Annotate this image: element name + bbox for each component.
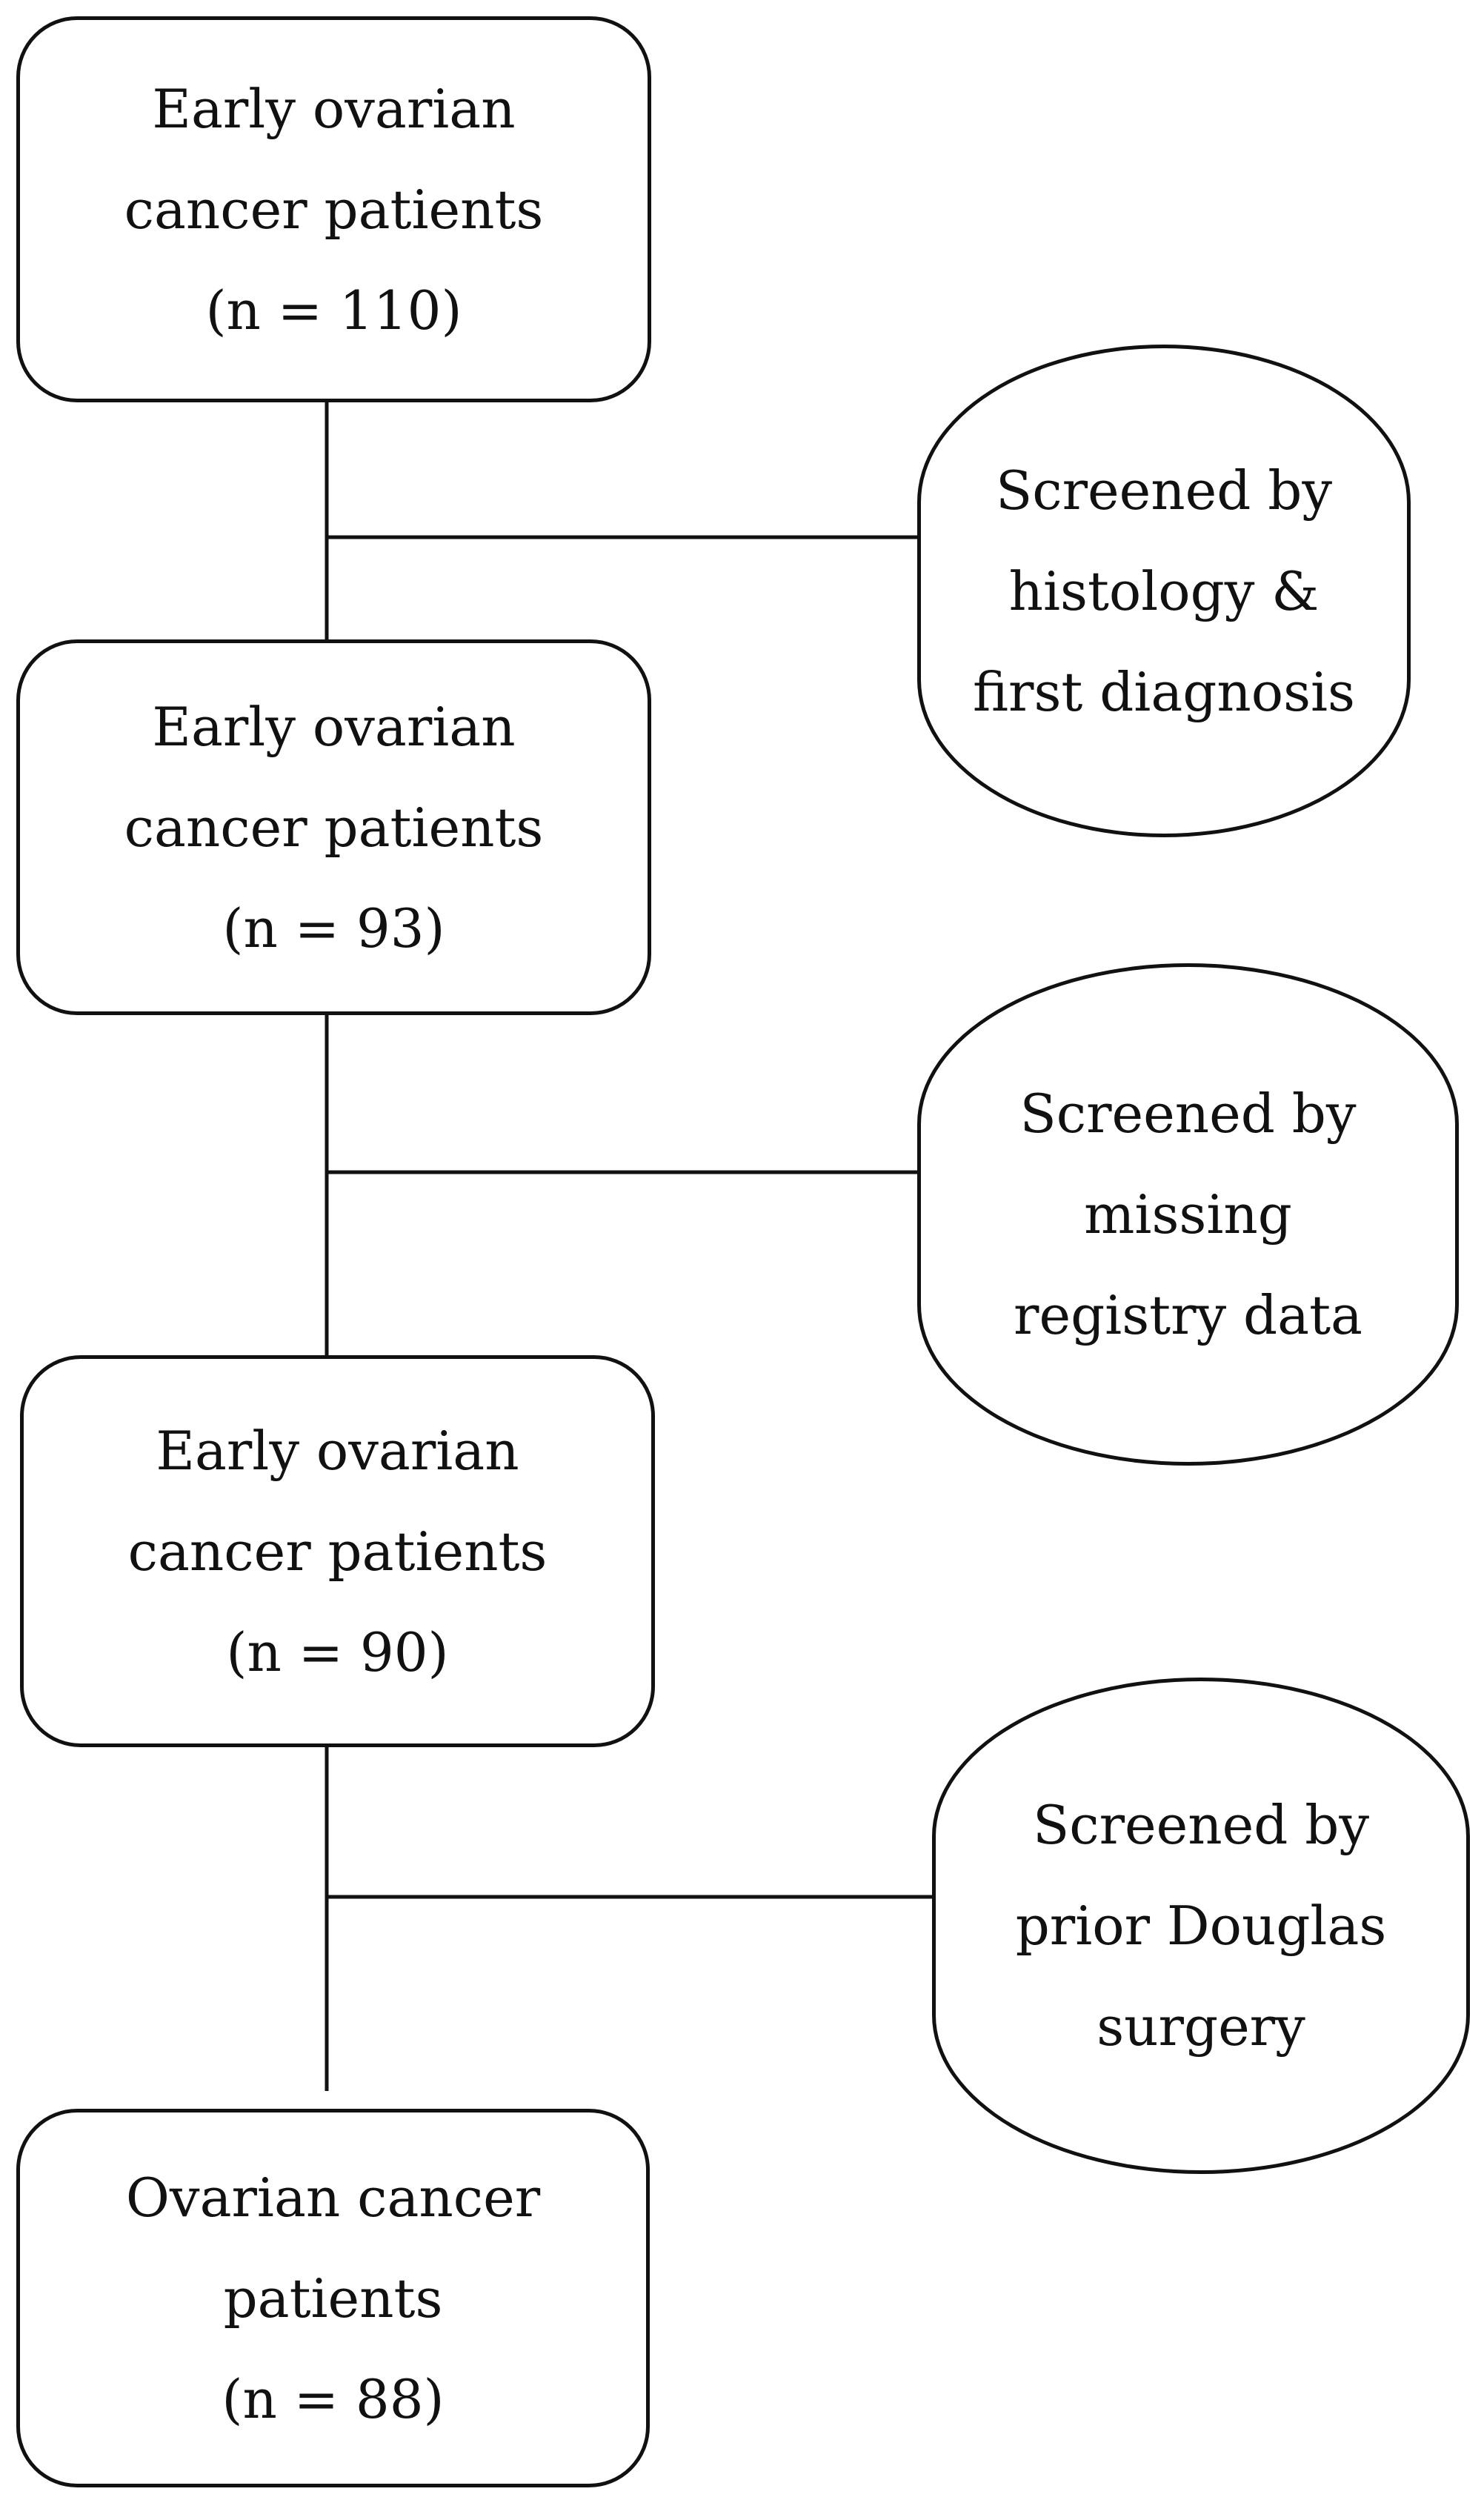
- screen-3-line-2: prior Douglas: [1015, 1895, 1387, 1957]
- screen-2-line-3: registry data: [1014, 1284, 1362, 1346]
- screen-box-1: Screened by histology & first diagnosis: [917, 345, 1411, 837]
- stage-2-count: (n = 93): [222, 897, 445, 960]
- stage-3-line-2: cancer patients: [127, 1520, 548, 1583]
- stage-4-line-1: Ovarian cancer: [125, 2166, 541, 2229]
- stage-3-line-1: Early ovarian: [156, 1419, 519, 1482]
- screen-3-line-1: Screened by: [1032, 1794, 1369, 1856]
- screen-2-line-1: Screened by: [1019, 1083, 1357, 1145]
- stage-1-line-1: Early ovarian: [152, 77, 516, 140]
- stage-4-line-2: patients: [223, 2267, 443, 2330]
- screen-box-3: Screened by prior Douglas surgery: [932, 1678, 1470, 2174]
- stage-box-2: Early ovarian cancer patients (n = 93): [16, 639, 651, 1015]
- screen-1-line-3: first diagnosis: [973, 660, 1355, 723]
- stage-1-line-2: cancer patients: [124, 178, 544, 241]
- stage-1-count: (n = 110): [205, 279, 462, 342]
- screen-2-line-2: missing: [1084, 1183, 1292, 1246]
- screen-box-2: Screened by missing registry data: [917, 963, 1459, 1466]
- stage-box-1: Early ovarian cancer patients (n = 110): [16, 16, 651, 402]
- stage-4-count: (n = 88): [222, 2367, 445, 2430]
- stage-box-4: Ovarian cancer patients (n = 88): [16, 2109, 650, 2487]
- screen-1-line-1: Screened by: [995, 459, 1332, 522]
- screen-3-line-3: surgery: [1097, 1995, 1305, 2058]
- screen-1-line-2: histology &: [1008, 559, 1320, 622]
- stage-2-line-1: Early ovarian: [152, 695, 516, 758]
- stage-box-3: Early ovarian cancer patients (n = 90): [20, 1355, 655, 1747]
- stage-2-line-2: cancer patients: [124, 796, 544, 859]
- stage-3-count: (n = 90): [226, 1620, 449, 1683]
